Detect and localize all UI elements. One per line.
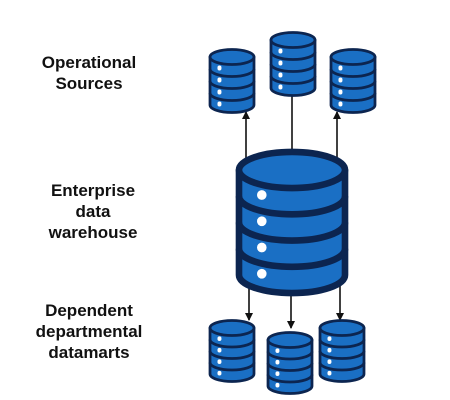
datamart-database-icon — [318, 319, 366, 383]
database-highlight — [257, 242, 267, 253]
database-highlight — [217, 347, 222, 353]
source-database-icon — [329, 48, 377, 114]
label-line: warehouse — [48, 223, 138, 242]
operational-sources-label: Operational Sources — [14, 52, 164, 94]
database-lid — [269, 31, 317, 49]
database-band — [235, 248, 349, 271]
database-highlight — [275, 359, 280, 365]
database-lid — [208, 48, 256, 66]
datamart-database-icon — [208, 319, 256, 383]
database-lid — [266, 331, 314, 349]
database-band — [318, 362, 366, 372]
database-lid — [329, 48, 377, 66]
label-line: departmental — [35, 322, 143, 341]
database-band — [266, 351, 314, 361]
database-band — [329, 92, 377, 102]
database-band — [208, 80, 256, 90]
label-line: data — [75, 202, 111, 221]
source-database-icon — [269, 31, 317, 97]
database-band — [266, 374, 314, 384]
label-line: Operational — [41, 53, 137, 72]
databases-group — [208, 31, 377, 395]
database-highlight — [275, 382, 280, 388]
database-highlight — [278, 84, 283, 90]
database-band — [329, 80, 377, 90]
database-highlight — [275, 371, 280, 376]
database-highlight — [338, 77, 343, 83]
database-highlight — [338, 65, 343, 71]
database-band — [318, 339, 366, 349]
database-highlight — [217, 370, 222, 376]
database-highlight — [217, 359, 222, 364]
label-line: Dependent — [45, 301, 133, 320]
database-band — [269, 75, 317, 85]
database-band — [269, 63, 317, 73]
database-highlight — [217, 77, 222, 83]
database-band — [208, 92, 256, 102]
database-highlight — [338, 89, 343, 95]
database-band — [318, 350, 366, 360]
database-highlight — [257, 268, 267, 279]
database-highlight — [278, 72, 283, 78]
database-band — [208, 362, 256, 372]
database-highlight — [327, 359, 332, 364]
database-lid — [208, 319, 256, 337]
label-line: Enterprise — [50, 181, 136, 200]
database-highlight — [257, 216, 267, 227]
database-band — [329, 68, 377, 78]
database-band — [208, 350, 256, 360]
database-highlight — [327, 336, 332, 341]
database-highlight — [278, 60, 283, 66]
database-highlight — [217, 336, 222, 341]
database-highlight — [327, 370, 332, 376]
database-highlight — [338, 101, 343, 107]
database-band — [269, 51, 317, 61]
database-band — [235, 195, 349, 218]
database-band — [208, 68, 256, 78]
database-band — [208, 339, 256, 349]
database-lid — [318, 319, 366, 337]
label-line: Sources — [55, 74, 123, 93]
database-highlight — [257, 190, 267, 200]
enterprise-data-warehouse-label: Enterprise data warehouse — [18, 180, 168, 243]
database-lid — [235, 148, 349, 192]
database-highlight — [278, 48, 283, 54]
database-band — [235, 222, 349, 244]
database-highlight — [217, 101, 222, 107]
warehouse-database-icon — [235, 148, 349, 297]
database-highlight — [217, 65, 222, 71]
dependent-datamarts-label: Dependent departmental datamarts — [14, 300, 164, 363]
database-highlight — [275, 348, 280, 353]
database-highlight — [217, 89, 222, 95]
label-line: datamarts — [48, 343, 130, 362]
source-database-icon — [208, 48, 256, 114]
database-band — [266, 362, 314, 372]
datamart-database-icon — [266, 331, 314, 395]
database-highlight — [327, 347, 332, 353]
